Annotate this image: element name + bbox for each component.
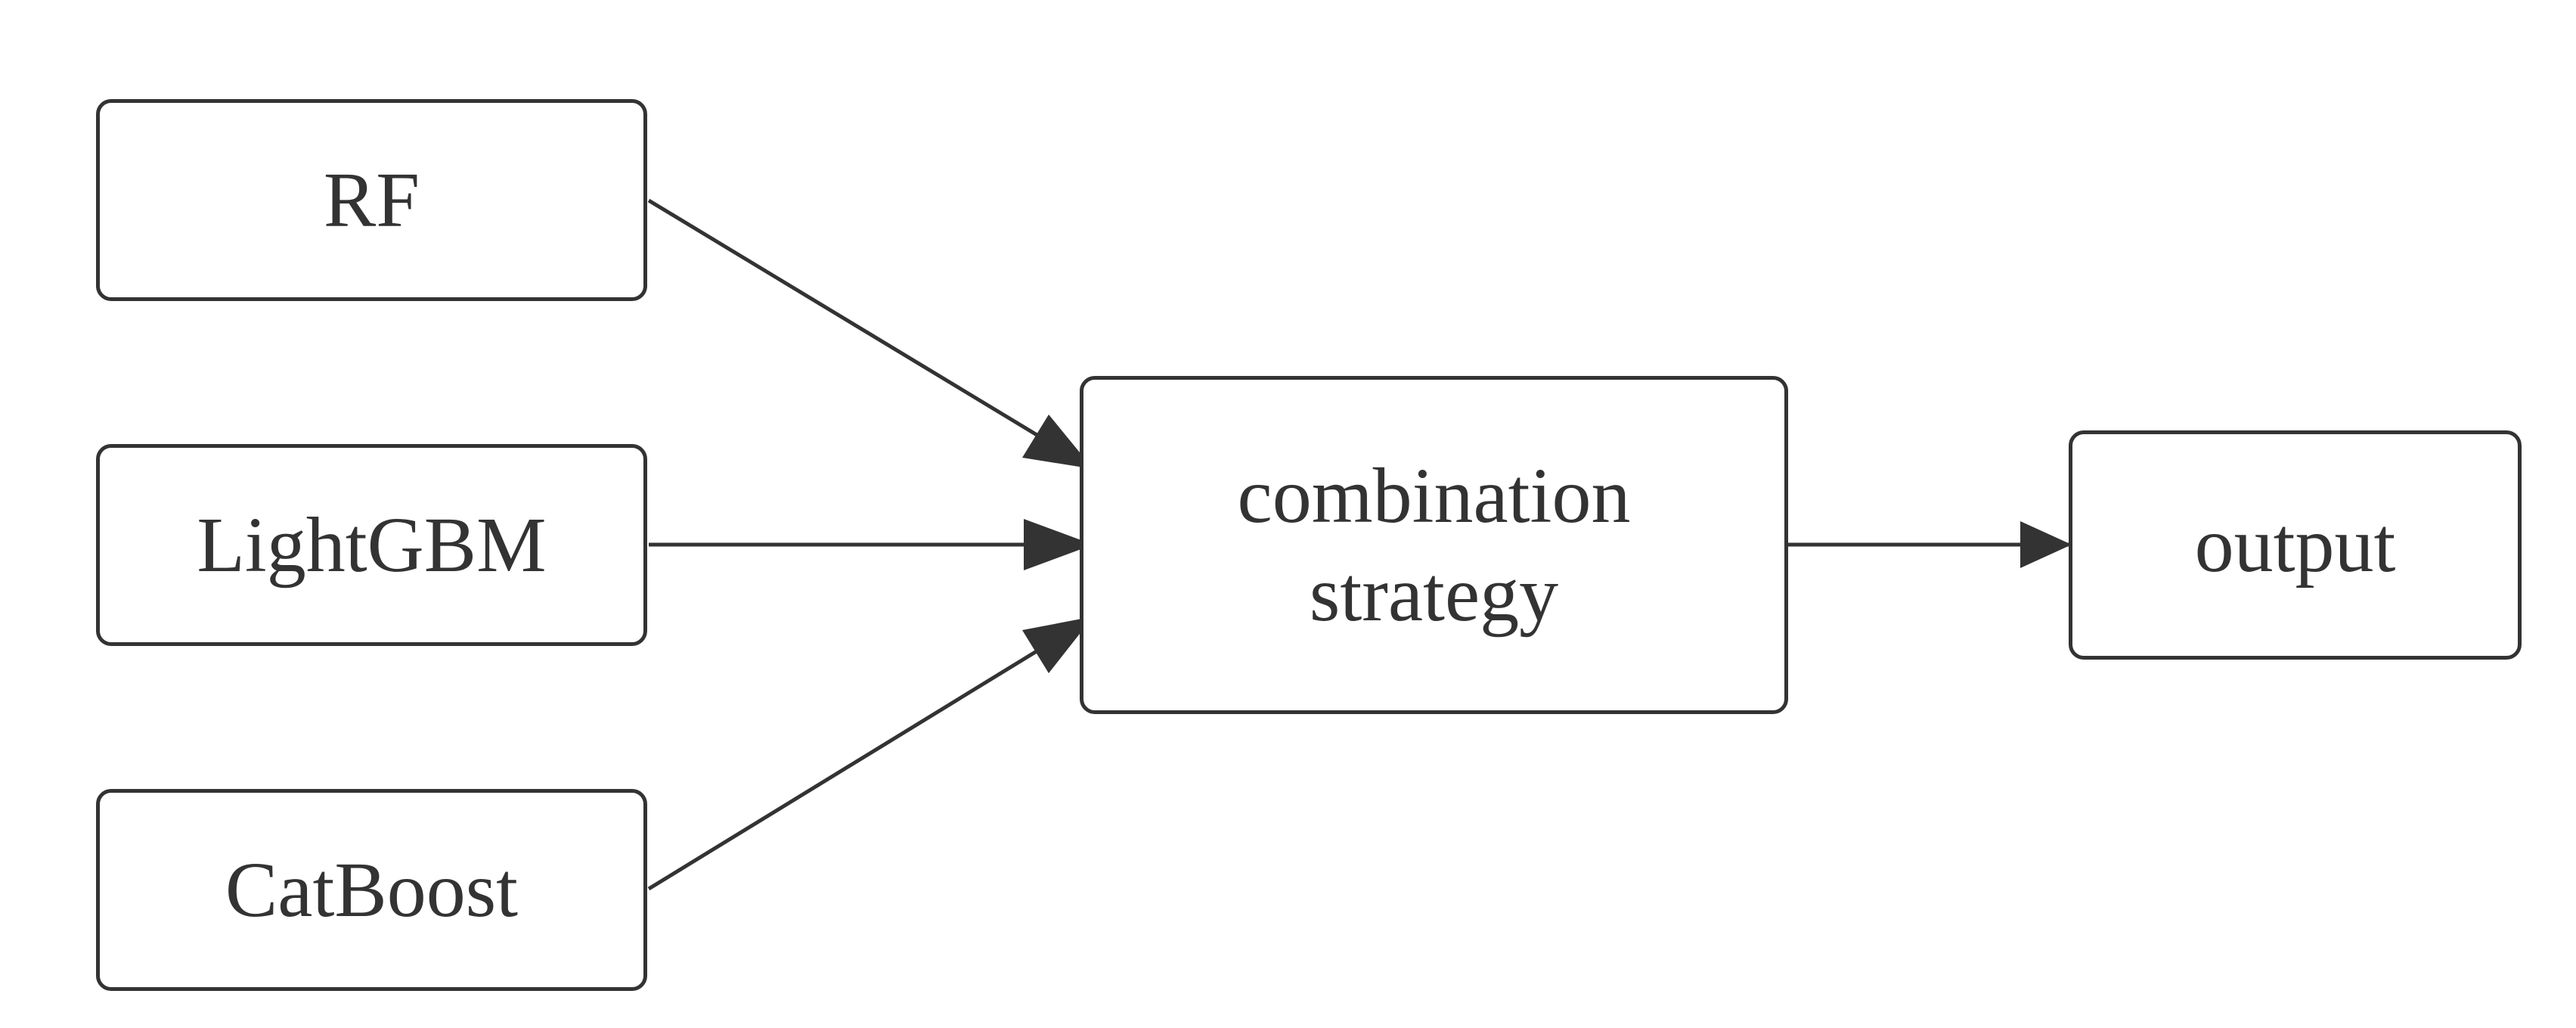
node-lightgbm: LightGBM (96, 444, 647, 646)
arrowhead-catboost-to-combination (1022, 616, 1093, 673)
edge-rf-to-combination (647, 198, 1095, 471)
node-combination-label: combination strategy (1238, 447, 1631, 644)
node-catboost-label: CatBoost (225, 846, 519, 933)
arrowhead-rf-to-combination (1022, 415, 1093, 469)
arrowhead-lightgbm-to-combination (1024, 519, 1093, 570)
edges (647, 198, 2072, 891)
node-output: output (2069, 430, 2522, 660)
node-combination-strategy: combination strategy (1080, 376, 1788, 714)
node-rf: RF (96, 99, 647, 301)
node-rf-label: RF (323, 156, 420, 244)
arrowhead-combination-to-output (2020, 521, 2072, 568)
node-combination-label-line2: strategy (1309, 550, 1559, 638)
edge-catboost-to-combination (647, 614, 1095, 891)
node-lightgbm-label: LightGBM (197, 501, 547, 589)
node-combination-label-line1: combination (1237, 452, 1631, 539)
node-output-label: output (2194, 501, 2396, 589)
node-catboost: CatBoost (96, 789, 647, 991)
